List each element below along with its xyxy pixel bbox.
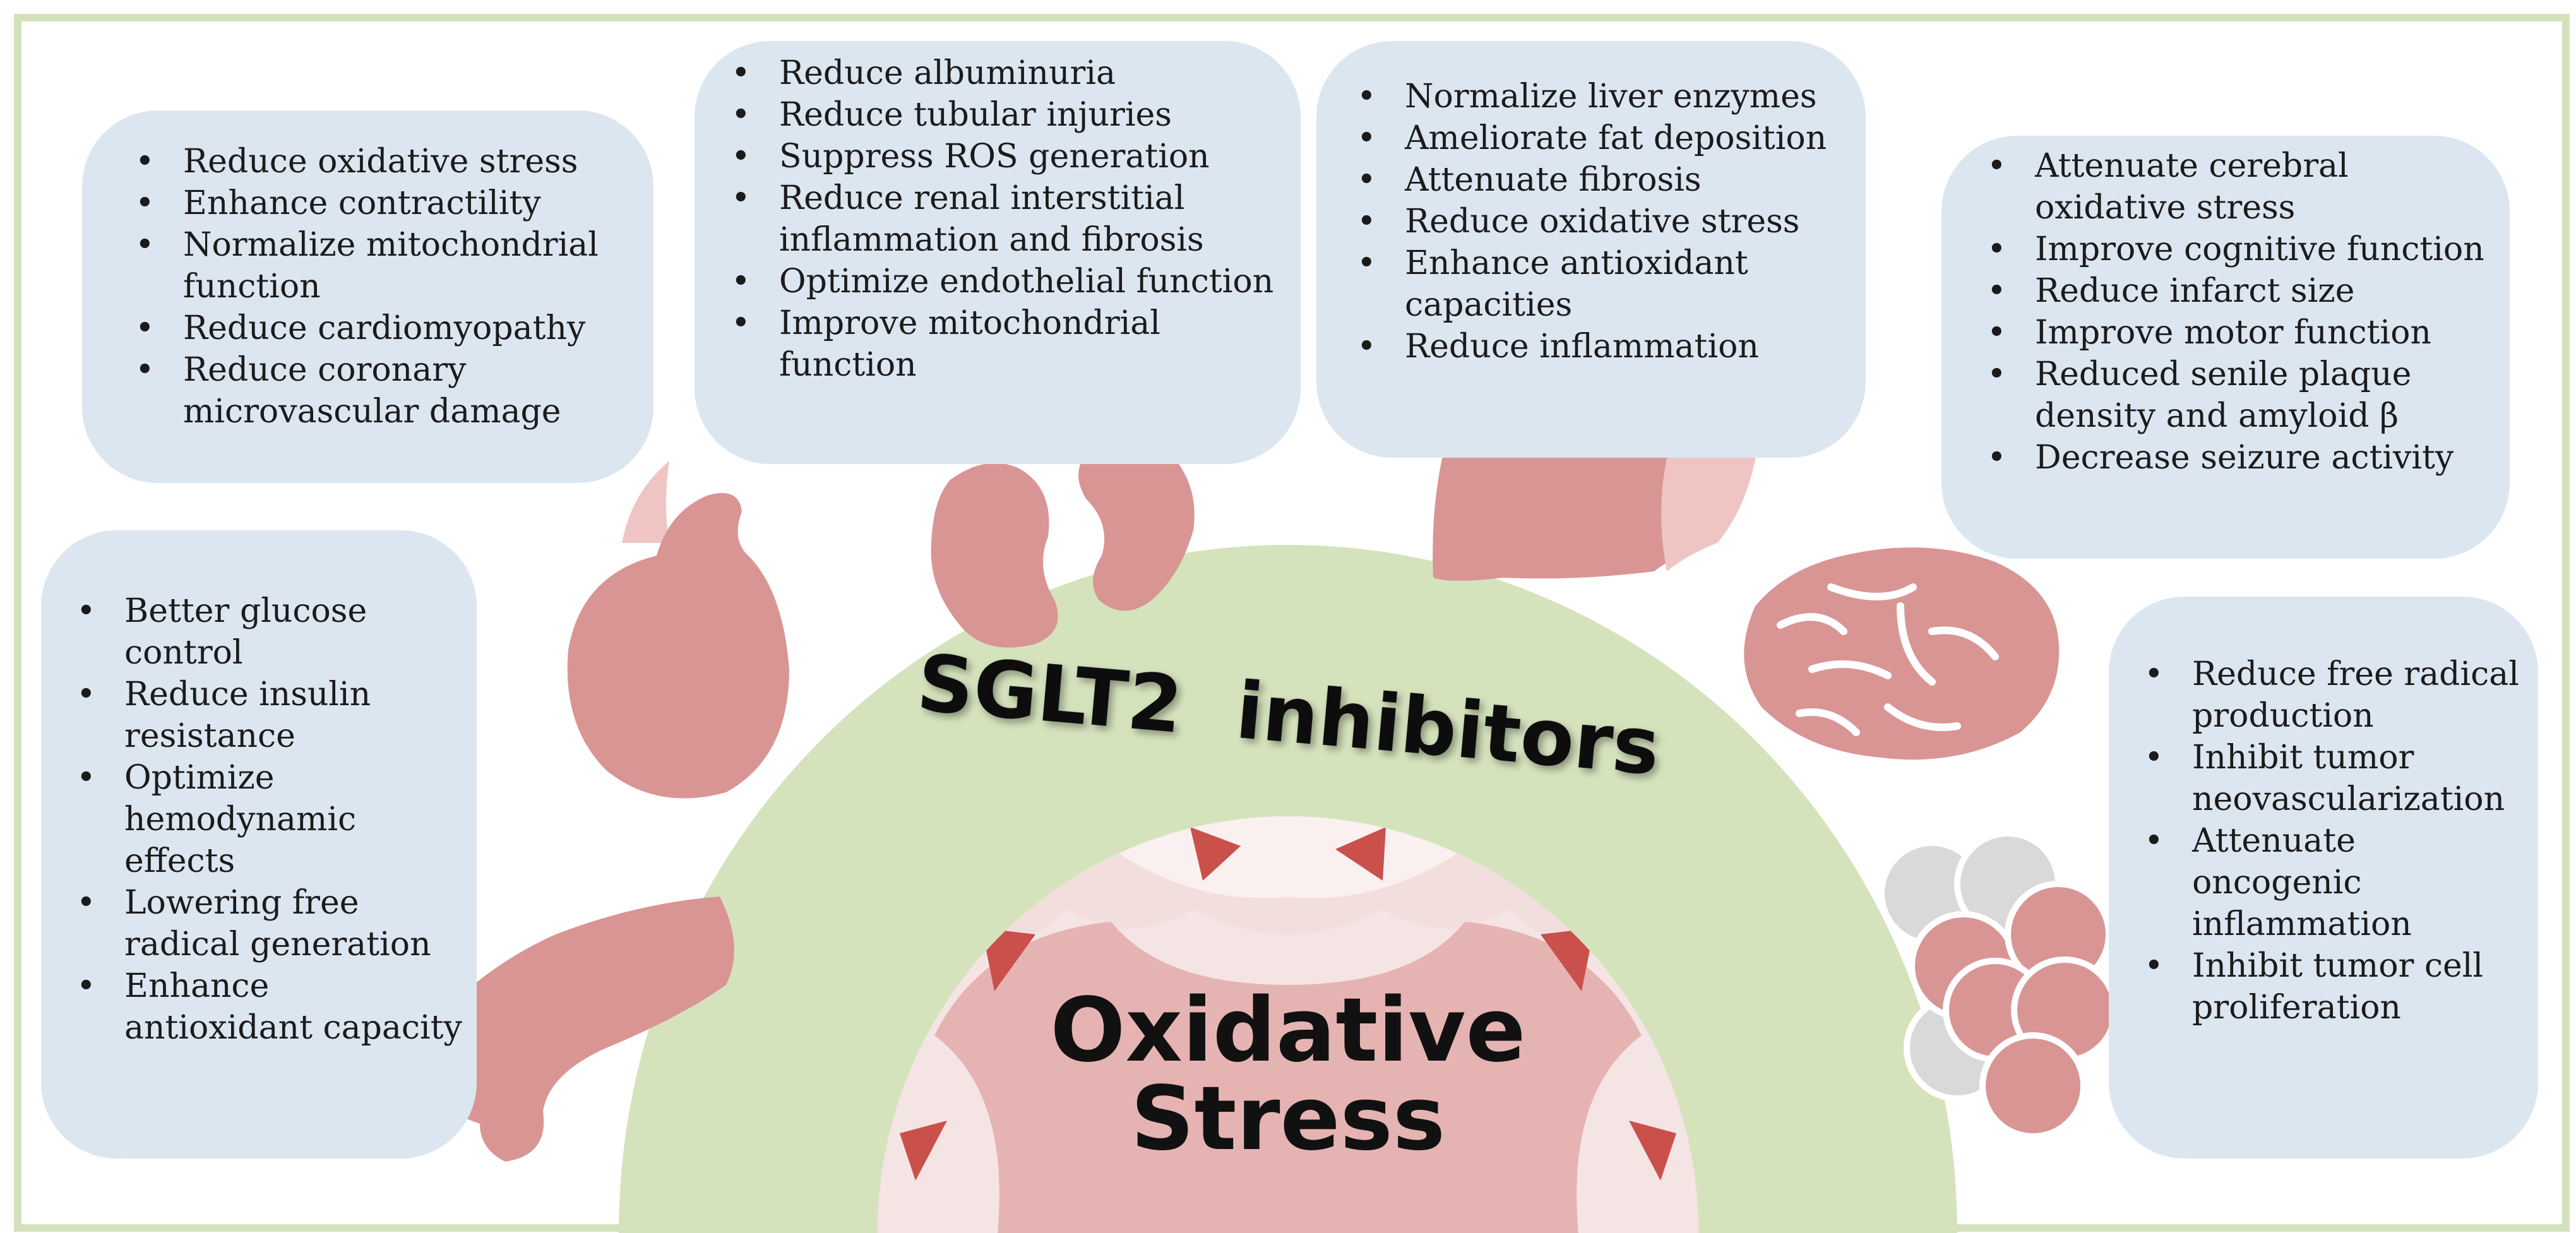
brain-icon [1744,547,2060,760]
pancreas-icon [429,896,734,1162]
effect-item: Enhance antioxidant capacities [1349,242,1853,326]
kidney-icon [931,438,1195,648]
effect-item: Improve cognitive function [1979,229,2497,270]
effect-item: Reduce coronary microvascular damage [128,349,641,432]
effect-item: Inhibit tumor cell proliferation [2137,945,2525,1028]
effect-item: Attenuate cerebral oxidative stress [1979,145,2497,229]
effect-item: Reduce cardiomyopathy [128,307,641,349]
effect-item: Normalize liver enzymes [1349,76,1853,117]
effect-item: Enhance antioxidant capacity [69,965,464,1049]
tumor-cells-icon [1878,830,2118,1140]
effect-item: Improve mitochondrial function [724,302,1288,386]
effect-item: Reduced senile plaque density and amyloi… [1979,354,2497,437]
effect-item: Reduce infarct size [1979,270,2497,312]
effect-item: Improve motor function [1979,312,2497,354]
pancreas-effects-list: Better glucose controlReduce insulin res… [69,590,464,1049]
effect-item: Attenuate fibrosis [1349,159,1853,201]
arrow-triangle [1335,827,1386,881]
effect-item: Optimize hemodynamic effects [69,757,464,882]
effect-item: Decrease seizure activity [1979,437,2497,479]
effect-item: Reduce inflammation [1349,326,1853,367]
heart-icon [567,461,789,799]
effect-item: Optimize endothelial function [724,261,1288,302]
effect-item: Enhance contractility [128,182,641,224]
heart-effects-panel: Reduce oxidative stressEnhance contracti… [82,110,653,483]
arrow-triangle [1629,1121,1676,1181]
oxidative-stress-label-line2: Stress [1131,1068,1445,1170]
arrow-triangle [1541,928,1594,991]
arrow-triangle [1190,827,1241,881]
effect-item: Better glucose control [69,590,464,674]
arrow-triangle [900,1121,947,1181]
effect-item: Reduce free radical production [2137,653,2525,737]
effect-item: Attenuate oncogenic inflammation [2137,820,2525,945]
effect-item: Inhibit tumor neovascularization [2137,737,2525,820]
effect-item: Normalize mitochondrial function [128,224,641,307]
stress-core [934,922,1642,1233]
effect-item: Reduce tubular injuries [724,94,1288,136]
kidney-effects-list: Reduce albuminuriaReduce tubular injurie… [724,52,1288,386]
liver-effects-panel: Normalize liver enzymesAmeliorate fat de… [1316,41,1866,458]
kidney-effects-panel: Reduce albuminuriaReduce tubular injurie… [695,41,1301,464]
effect-item: Reduce insulin resistance [69,674,464,757]
brain-effects-panel: Attenuate cerebral oxidative stressImpro… [1941,136,2510,559]
effect-item: Suppress ROS generation [724,136,1288,177]
arrow-triangle [982,928,1035,991]
heart-effects-list: Reduce oxidative stressEnhance contracti… [128,141,641,432]
pancreas-effects-panel: Better glucose controlReduce insulin res… [41,530,477,1159]
effect-item: Reduce renal interstitial inflammation a… [724,177,1288,261]
effect-item: Ameliorate fat deposition [1349,117,1853,159]
effect-item: Lowering free radical generation [69,882,464,965]
liver-icon [1433,441,1758,581]
liver-effects-list: Normalize liver enzymesAmeliorate fat de… [1349,76,1853,367]
brain-effects-list: Attenuate cerebral oxidative stressImpro… [1979,145,2497,479]
effect-item: Reduce albuminuria [724,52,1288,94]
tumor-effects-list: Reduce free radical productionInhibit tu… [2137,653,2525,1028]
effect-item: Reduce oxidative stress [128,141,641,182]
tumor-effects-panel: Reduce free radical productionInhibit tu… [2109,597,2538,1159]
effect-item: Reduce oxidative stress [1349,201,1853,242]
oxidative-stress-label-line1: Oxidative [1050,979,1525,1082]
